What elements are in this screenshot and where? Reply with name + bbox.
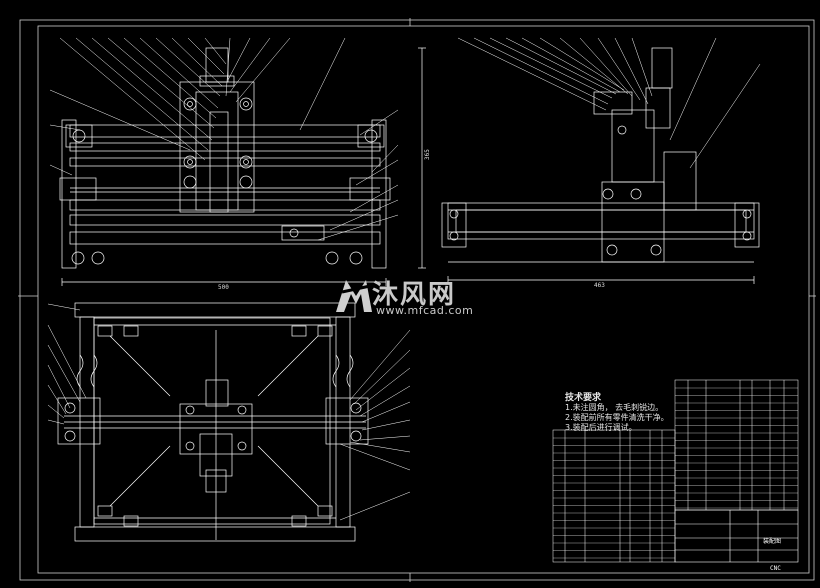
dim-side-width: 463 xyxy=(594,282,605,289)
dim-front-height: 365 xyxy=(424,149,431,160)
bom-row-lines xyxy=(553,387,798,559)
drawing-name: 装配图 xyxy=(763,538,782,545)
watermark: 沐风网 www.mfcad.com xyxy=(330,272,500,320)
drawing-code: CNC xyxy=(770,565,781,572)
watermark-logo-icon xyxy=(336,280,372,312)
tech-requirements: 技术要求 1.未注圆角， 去毛刺锐边。 2.装配前所有零件清洗干净。 3.装配后… xyxy=(565,393,669,433)
tech-requirement-line: 3.装配后进行调试。 xyxy=(565,423,637,432)
tech-requirements-title: 技术要求 xyxy=(565,393,602,403)
sheet-border xyxy=(18,18,816,582)
side-view-leaders xyxy=(457,37,761,169)
bom-table-right xyxy=(674,379,799,511)
top-view-leaders xyxy=(47,303,411,521)
tech-requirement-line: 1.未注圆角， 去毛刺锐边。 xyxy=(565,403,664,412)
watermark-url: www.mfcad.com xyxy=(376,304,474,317)
tech-requirement-line: 2.装配前所有零件清洗干净。 xyxy=(565,413,669,422)
top-view xyxy=(57,302,369,542)
front-view-leaders xyxy=(49,37,399,241)
side-view xyxy=(441,47,760,284)
front-view xyxy=(59,47,426,286)
dim-front-width: 500 xyxy=(218,284,229,291)
watermark-cn: 沐风网 xyxy=(372,280,457,310)
bom-table-left xyxy=(552,429,676,563)
title-block xyxy=(674,509,799,563)
